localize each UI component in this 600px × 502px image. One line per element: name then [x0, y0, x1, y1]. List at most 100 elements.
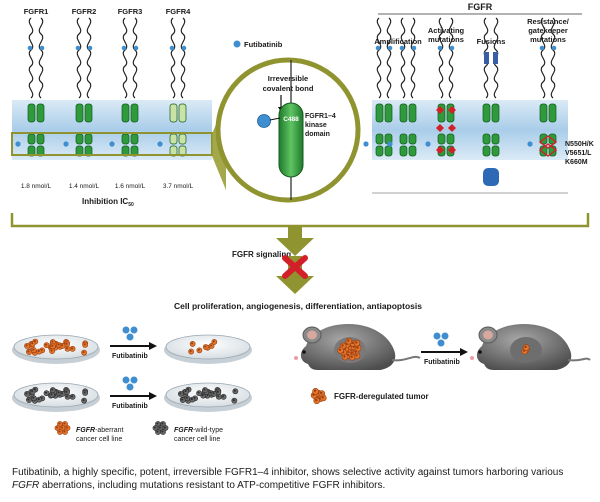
- fusion-partner: [493, 52, 498, 64]
- legend-cell-nucleus: [161, 430, 164, 433]
- kinase-subunit: [27, 103, 36, 123]
- drug-dot: [122, 376, 130, 384]
- fusion-partner-domain: [483, 168, 499, 186]
- dish-aberrant-before: [12, 334, 100, 364]
- drug-dot: [441, 332, 449, 340]
- receptor-ig-chain: [410, 17, 416, 99]
- legend-cell-nucleus: [153, 426, 157, 429]
- kinase-subunit: [27, 133, 36, 145]
- tumor-cell-nucleus: [524, 345, 527, 349]
- receptor-ig-chain: [550, 17, 556, 99]
- legend-cell-nucleus: [58, 422, 61, 425]
- mouse-tail: [391, 355, 421, 362]
- legend-cell-nucleus: [63, 430, 66, 433]
- cancer-cell-nucleus: [51, 388, 54, 391]
- ligand-dot: [121, 45, 127, 51]
- cancer-cell-nucleus: [190, 398, 193, 401]
- treatment-arrow-3: Futibatinib: [421, 332, 468, 366]
- tumor: [337, 337, 362, 361]
- cancer-cell-nucleus: [210, 344, 213, 347]
- dish-aberrant-after: [164, 334, 252, 364]
- cancer-cell-nucleus: [37, 398, 40, 401]
- cysteine-residue-label: C488: [283, 116, 299, 123]
- ligand-dot: [449, 45, 455, 51]
- mouse-eye: [478, 350, 482, 354]
- cancer-cell-nucleus: [61, 344, 64, 347]
- ligand-dot: [87, 45, 93, 51]
- kinase-subunit: [539, 103, 548, 123]
- cancer-cell-nucleus: [71, 347, 74, 350]
- dish-wildtype-after: [164, 382, 252, 412]
- activating-mutation-marker: [448, 106, 456, 114]
- kinase-subunit: [482, 103, 491, 123]
- cancer-cell-nucleus: [212, 392, 215, 395]
- fusions-label: Fusions: [477, 37, 506, 46]
- kinase-subunit: [130, 133, 139, 145]
- ic50-value: 1.4 nmol/L: [69, 183, 100, 190]
- kinase-subunit: [384, 103, 393, 123]
- cancer-cell-nucleus: [201, 394, 204, 397]
- cancer-cell-nucleus: [50, 349, 53, 352]
- kinase-subunit: [384, 145, 393, 157]
- cancer-cell-nucleus: [221, 395, 225, 398]
- cancer-cell-nucleus: [203, 388, 206, 391]
- futibatinib-dot: [387, 141, 393, 147]
- drug-dot: [433, 332, 441, 340]
- receptor-ig-chain: [170, 17, 176, 99]
- cancer-cell-nucleus: [233, 389, 236, 392]
- fgfr-panel-title: FGFR: [468, 2, 493, 12]
- cancer-cell-nucleus: [212, 340, 215, 343]
- mutation-label-1: N550H/K: [565, 141, 594, 148]
- futibatinib-molecule: [257, 114, 271, 128]
- ligand-dot: [387, 45, 393, 51]
- kinase-subunit: [36, 103, 45, 123]
- bracket: [10, 213, 590, 228]
- aberrant-cell-icon: [54, 421, 71, 435]
- bond-label-line2: covalent bond: [263, 84, 314, 93]
- mouse-nose: [470, 356, 474, 360]
- kinase-subunit: [121, 103, 130, 123]
- wildtype-legend-line1: FGFR-wild-type: [174, 427, 223, 434]
- legend-cell-nucleus: [163, 426, 167, 429]
- dish-wildtype-before: [12, 382, 100, 412]
- cancer-cell-nucleus: [232, 399, 235, 402]
- drug-dot: [122, 326, 130, 334]
- receptor-ig-chain: [400, 17, 406, 99]
- kinase-subunit: [75, 133, 84, 145]
- receptor-ig-chain: [180, 17, 186, 99]
- cell-legend: FGFR-aberrant cancer cell line FGFR-wild…: [54, 421, 223, 443]
- covalent-bond-line: [269, 117, 281, 121]
- arrow-head: [149, 342, 157, 350]
- cancer-cell-nucleus: [189, 349, 192, 353]
- fgfr-signaling-label: FGFR signaling: [232, 250, 291, 259]
- ligand-dot: [551, 45, 557, 51]
- cancer-cell-nucleus: [51, 340, 54, 343]
- receptor-name: FGFR4: [166, 7, 191, 16]
- tumor-cell-nucleus: [347, 339, 350, 342]
- kinase-subunit: [491, 133, 500, 145]
- kinase-subunit: [408, 145, 417, 157]
- ic50-value: 3.7 nmol/L: [163, 183, 194, 190]
- kinase-label-line3: domain: [305, 131, 330, 138]
- kinase-subunit: [399, 103, 408, 123]
- resistance-label-line1: Resistance/: [527, 17, 570, 26]
- fusion-partner: [484, 52, 489, 64]
- activating-mutation-marker: [436, 106, 444, 114]
- receptor-ig-chain: [38, 17, 44, 99]
- kinase-domain-shape: [278, 102, 304, 178]
- kinase-subunit: [178, 133, 187, 145]
- ligand-dot: [375, 45, 381, 51]
- futibatinib-dot: [527, 141, 533, 147]
- cancer-cell-nucleus: [25, 392, 28, 395]
- cancer-cell-nucleus: [27, 398, 30, 401]
- ligand-dot: [411, 45, 417, 51]
- kinase-subunit: [408, 103, 417, 123]
- kinase-subunit: [75, 103, 84, 123]
- tumor-cell-nucleus: [321, 396, 324, 399]
- legend-cell-nucleus: [55, 426, 59, 429]
- ligand-dot: [437, 45, 443, 51]
- activating-mutation-marker: [448, 124, 456, 132]
- kinase-subunit: [375, 145, 384, 157]
- cancer-cell-nucleus: [32, 396, 35, 399]
